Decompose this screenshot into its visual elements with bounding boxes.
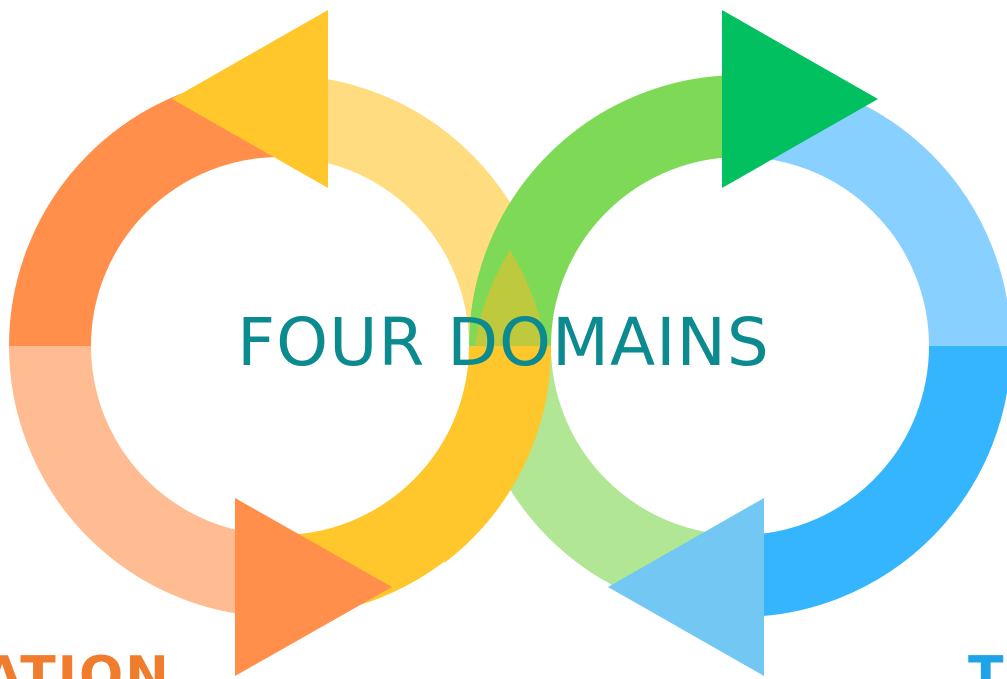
- right-ring-bottom-right-segment: [739, 345, 1007, 617]
- arrowhead-right-icon: [235, 498, 392, 676]
- arrowhead-right-icon: [722, 10, 878, 188]
- left-edge-label: ATION: [0, 646, 171, 679]
- right-edge-label: T: [968, 646, 1006, 679]
- left-ring-bottom-left-segment: [9, 345, 281, 617]
- left-ring-bottom-right-overlay: [394, 345, 552, 563]
- arrowhead-left-icon: [608, 498, 764, 676]
- arrowhead-left-icon: [172, 10, 328, 188]
- diagram-title: FOUR DOMAINS: [237, 304, 770, 381]
